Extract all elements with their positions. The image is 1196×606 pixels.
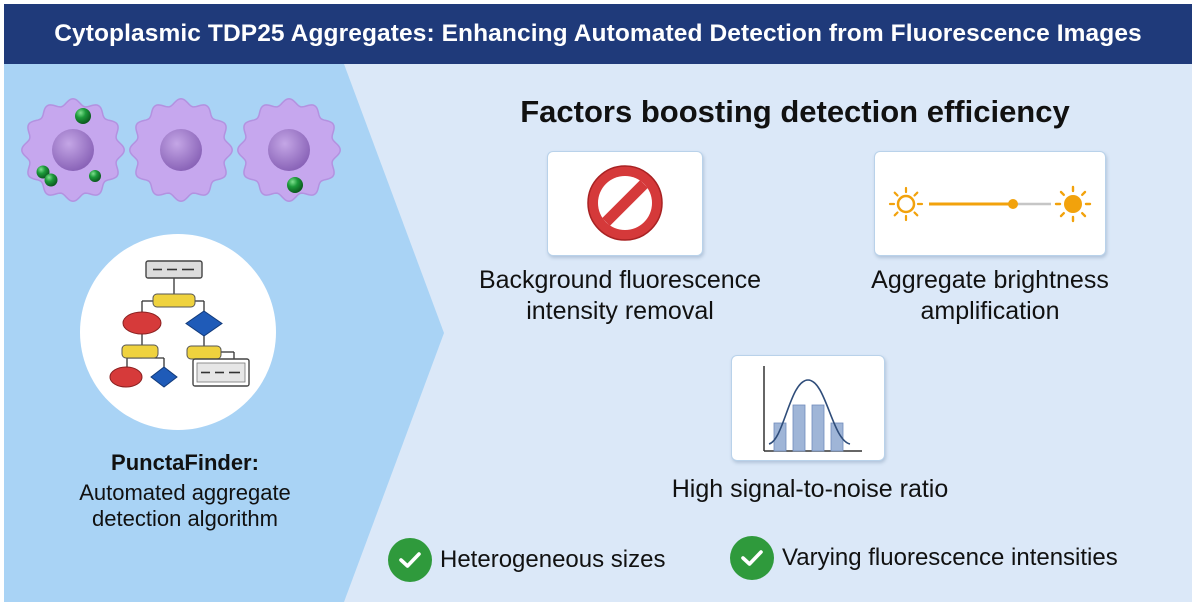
check-icon [730, 536, 774, 580]
sun-filled-icon [1054, 185, 1092, 223]
nucleus [268, 129, 310, 171]
check-item-sizes: Heterogeneous sizes [388, 538, 665, 582]
histogram-curve-icon [763, 366, 862, 452]
brightness-slider-icon [888, 185, 1092, 223]
snr-icon-box [731, 355, 885, 461]
header-title: Cytoplasmic TDP25 Aggregates: Enhancing … [4, 4, 1192, 64]
flowchart-icon [109, 260, 250, 388]
sun-outline-icon [888, 186, 924, 222]
nucleus [52, 129, 94, 171]
nucleus [160, 129, 202, 171]
factors-title: Factors boosting detection efficiency [520, 94, 1070, 129]
cells-illustration [21, 98, 341, 202]
cell-1 [21, 98, 125, 202]
background-removal-icon-box [547, 151, 703, 256]
check-icon [388, 538, 432, 582]
factor-label-snr: High signal-to-noise ratio [671, 475, 949, 503]
tool-description: Automated aggregate detection algorithm [79, 480, 291, 531]
factor-label-background: Background fluorescence intensity remova… [478, 266, 762, 325]
cell-3 [237, 98, 341, 202]
check-label: Varying fluorescence intensities [782, 544, 1118, 571]
aggregate [36, 165, 50, 179]
check-label: Heterogeneous sizes [440, 546, 666, 573]
brightness-icon-box [874, 151, 1106, 256]
aggregate [75, 108, 91, 124]
algorithm-flowchart-badge [80, 234, 276, 430]
aggregate [44, 173, 58, 187]
check-item-intensities: Varying fluorescence intensities [730, 536, 1118, 580]
prohibition-icon [587, 165, 663, 241]
cell-2 [129, 98, 233, 202]
tool-name: PunctaFinder: [111, 450, 259, 475]
aggregate [89, 170, 101, 182]
aggregate [287, 177, 303, 193]
factor-label-brightness: Aggregate brightness amplification [871, 266, 1109, 325]
